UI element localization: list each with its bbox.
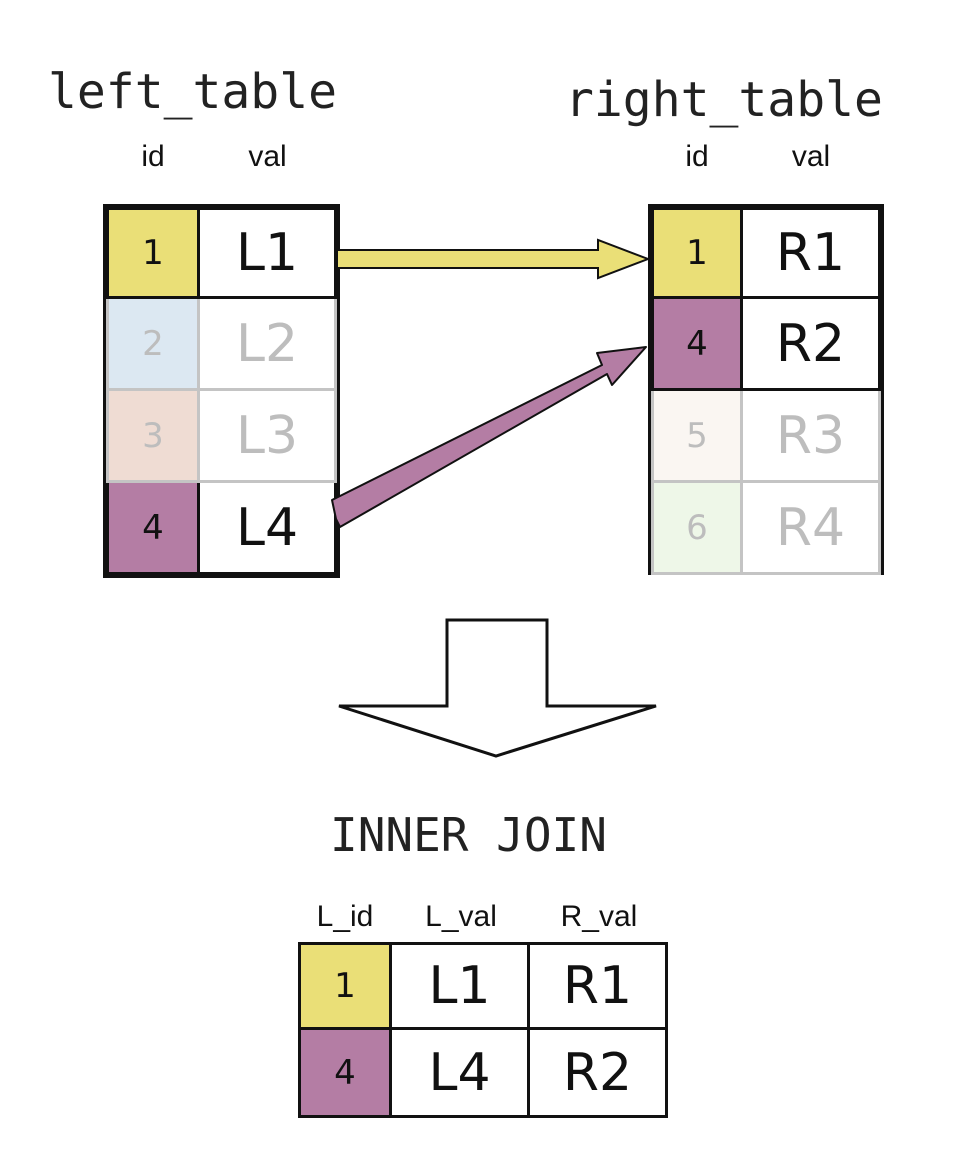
left-header-id: id [141,140,165,173]
right-row-id-cell: 6 [651,483,743,575]
result-header-lval: L_val [425,900,497,933]
right-row-id-cell: 5 [651,391,743,483]
join-type-label: INNER JOIN [330,808,607,862]
right-row-val-cell: R2 [743,299,881,391]
result-rval-cell: R2 [530,1030,668,1118]
left-header-val: val [248,140,287,173]
right-row-id-cell: 4 [651,299,743,391]
left-table-title: left_table [48,64,337,120]
left-row-val-cell: L2 [200,299,337,391]
result-header-rval: R_val [560,900,638,933]
down-arrow-icon [338,618,657,758]
left-row-id-cell: 3 [106,391,200,483]
right-table-title: right_table [565,72,883,128]
result-id-cell: 1 [298,942,392,1030]
left-row-val-cell: L4 [200,483,337,575]
right-row-val-cell: R4 [743,483,881,575]
right-row-id-cell: 1 [651,207,743,299]
match-arrow-1 [336,238,651,280]
result-header-lid: L_id [316,900,374,933]
left-row-id-cell: 2 [106,299,200,391]
result-lval-cell: L1 [392,942,530,1030]
left-row-val-cell: L3 [200,391,337,483]
left-row-val-cell: L1 [200,207,337,299]
result-lval-cell: L4 [392,1030,530,1118]
right-row-val-cell: R1 [743,207,881,299]
right-row-val-cell: R3 [743,391,881,483]
left-row-id-cell: 4 [106,483,200,575]
result-id-cell: 4 [298,1030,392,1118]
result-rval-cell: R1 [530,942,668,1030]
left-row-id-cell: 1 [106,207,200,299]
right-header-id: id [685,140,709,173]
match-arrow-4 [331,346,647,528]
right-header-val: val [791,140,831,173]
